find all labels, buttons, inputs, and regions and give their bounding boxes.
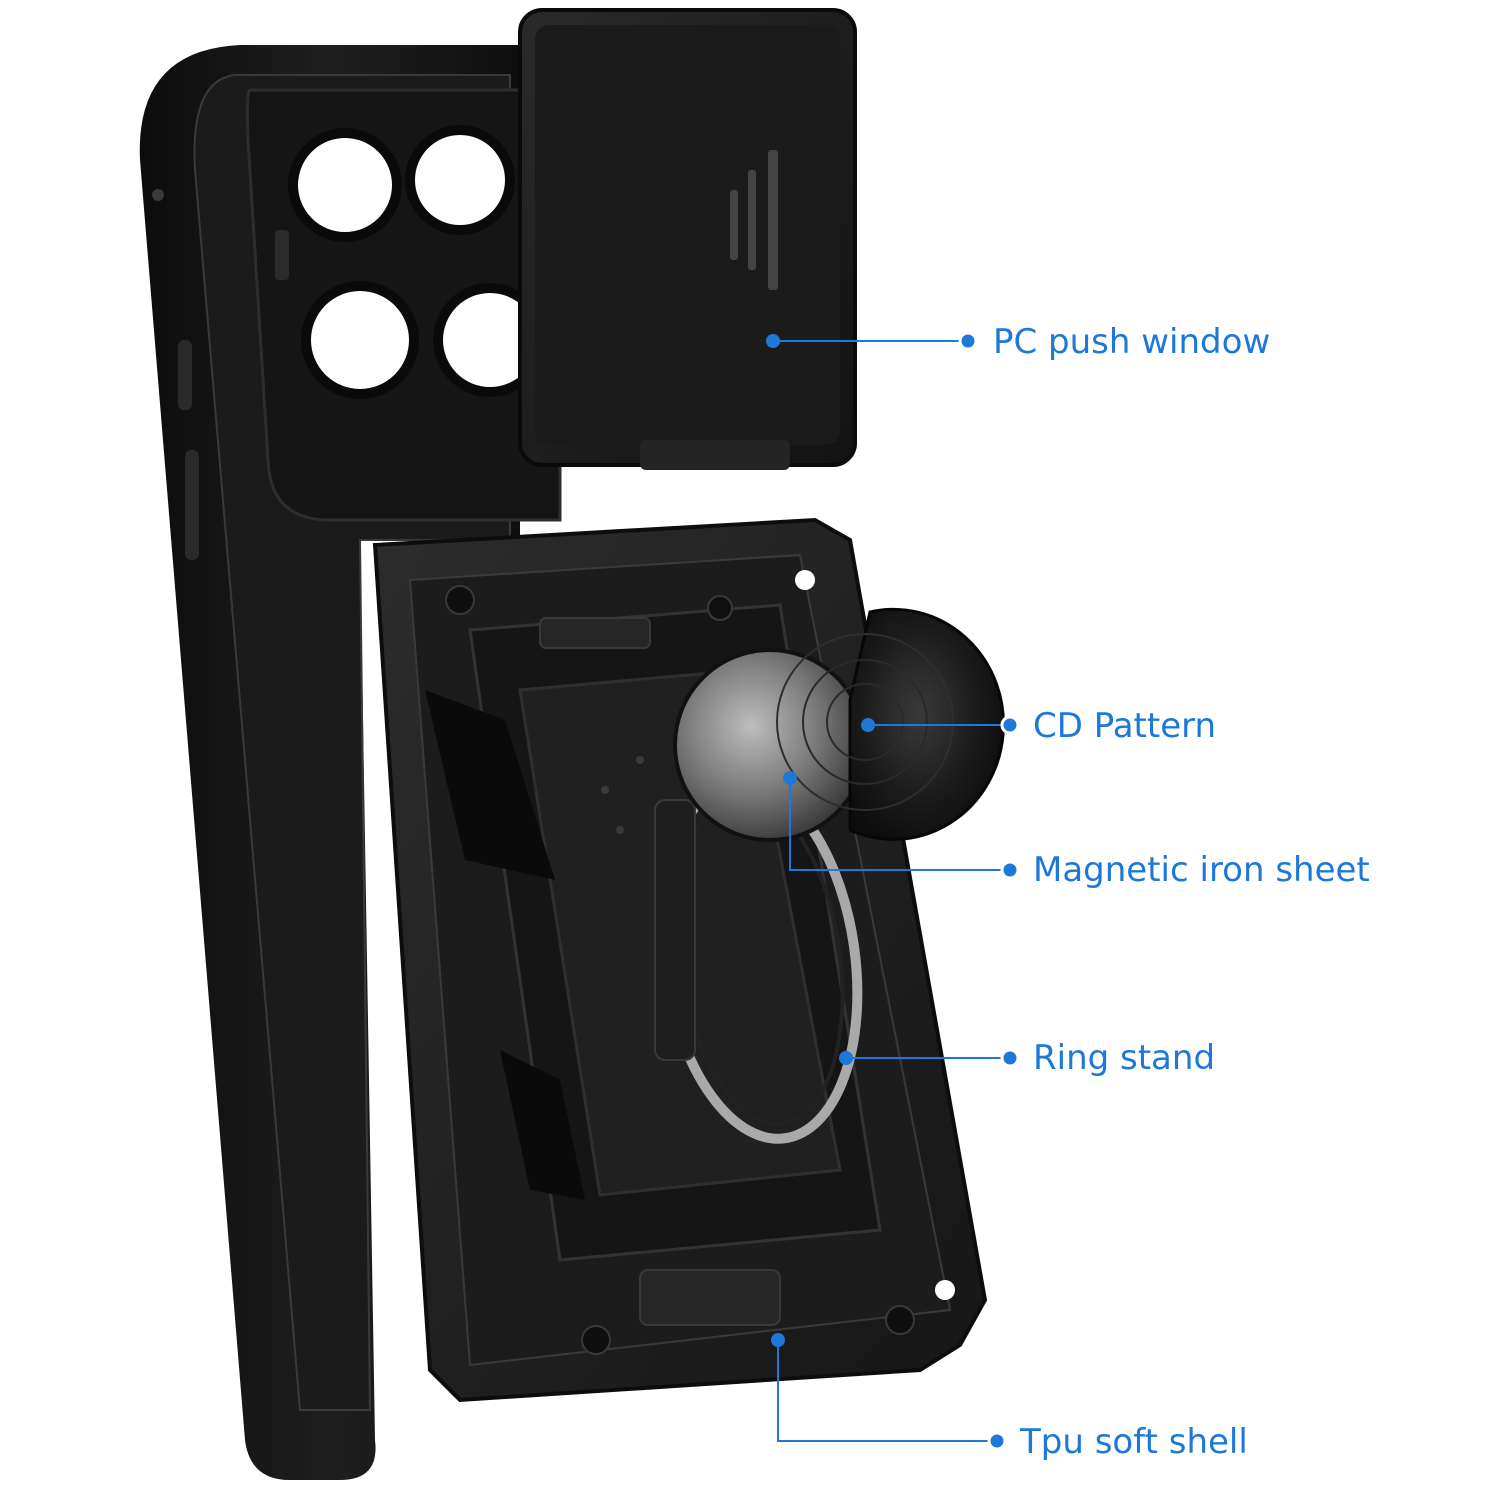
leader-start-dot-tpu-soft-shell [771, 1333, 785, 1347]
camera-lens-cutout [405, 125, 515, 235]
pc-push-window-slider [518, 8, 857, 470]
camera-lens-cutout [301, 281, 419, 399]
magnetic-iron-sheet [673, 648, 867, 842]
callout-label-magnetic-iron-sheet: Magnetic iron sheet [1033, 850, 1370, 890]
leader-line-magnetic-iron-sheet [789, 778, 1010, 871]
callout-label-ring-stand: Ring stand [1033, 1038, 1216, 1078]
callout-leader-lines [766, 331, 1020, 1451]
camera-lens-cutout [288, 128, 402, 242]
leader-end-dot-pc-push-window [958, 331, 978, 351]
leader-start-dot-ring-stand [839, 1051, 853, 1065]
leader-start-dot-cd-pattern [861, 718, 875, 732]
side-button-icon [185, 450, 199, 560]
callout-label-pc-push-window: PC push window [993, 322, 1271, 362]
leader-end-dot-magnetic-iron-sheet [1000, 860, 1020, 880]
leader-start-dot-magnetic-iron-sheet [783, 771, 797, 785]
side-button-icon [178, 340, 192, 410]
leader-end-dot-ring-stand [1000, 1048, 1020, 1068]
callout-label-tpu-soft-shell: Tpu soft shell [1020, 1422, 1248, 1462]
leader-end-dot-tpu-soft-shell [987, 1431, 1007, 1451]
callout-label-cd-pattern: CD Pattern [1033, 706, 1217, 746]
leader-start-dot-pc-push-window [766, 334, 780, 348]
leader-line-tpu-soft-shell [777, 1340, 997, 1442]
camera-module [245, 88, 562, 522]
leader-end-dot-cd-pattern [1000, 715, 1020, 735]
